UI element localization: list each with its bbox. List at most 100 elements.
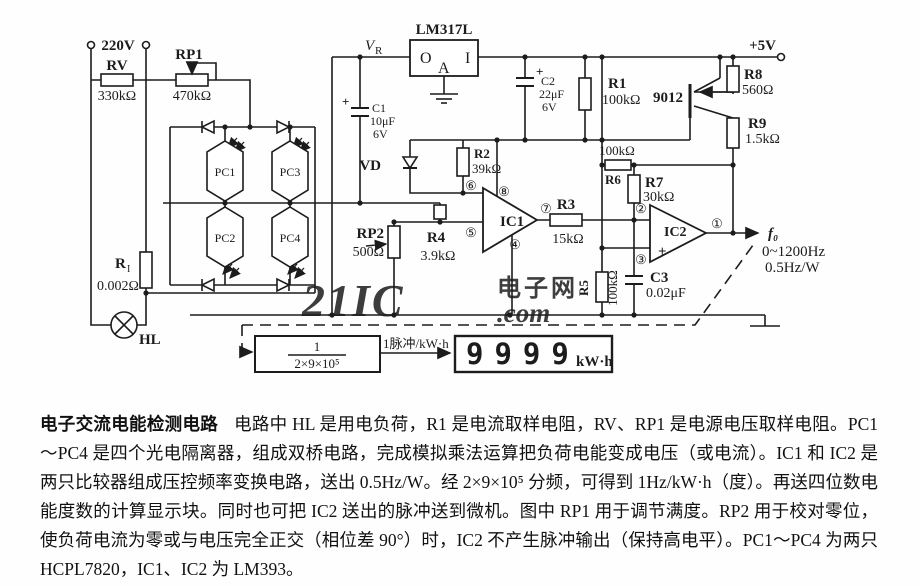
pulse-link: 1脉冲/kW·h	[380, 336, 452, 360]
comparator-ic2: IC2 + ② ③ ①	[635, 201, 723, 267]
r6-ref: R6	[605, 172, 621, 187]
resistor-r3: R3 15kΩ	[549, 197, 584, 247]
r5-ref: R5	[576, 280, 591, 296]
watermark-site: 电子网	[497, 275, 578, 302]
pc2-label: PC2	[215, 231, 236, 245]
resistor-rv: RV 330kΩ	[98, 58, 136, 104]
junction-dots	[143, 54, 736, 318]
ic1-pin4: ④	[509, 237, 521, 252]
f0-label: f₀	[768, 226, 778, 242]
description-title: 电子交流电能检测电路	[40, 413, 219, 434]
r9-ref: R9	[748, 116, 766, 132]
description-body: 电路中 HL 是用电负荷，R1 是电流取样电阻，RV、RP1 是电源电压取样电阻…	[40, 413, 878, 579]
r3-ref: R3	[557, 197, 575, 213]
rp1-value: 470kΩ	[173, 89, 211, 104]
resistor-r6: 100kΩ R6	[599, 143, 635, 187]
c1-plus: +	[342, 94, 349, 109]
optocoupler-pc2: PC2	[206, 206, 244, 268]
optocoupler-pc3: PC3	[271, 140, 309, 202]
vr-node-label: V R	[365, 38, 383, 57]
ac-input-terminals	[86, 40, 151, 50]
c2-volt: 6V	[542, 100, 557, 114]
lm317-name: LM317L	[416, 22, 473, 38]
ic2-pin3: ③	[635, 252, 647, 267]
description-paragraph: 电子交流电能检测电路电路中 HL 是用电负荷，R1 是电流取样电阻，RV、RP1…	[40, 410, 878, 584]
resistor-r2: R2 39kΩ	[456, 146, 501, 177]
pc3-label: PC3	[280, 165, 301, 179]
ic1-name: IC1	[500, 214, 524, 230]
capacitor-c1: + C1 10μF 6V	[342, 94, 395, 141]
display-digits: 9999	[466, 337, 580, 371]
bridge-led-symbols	[200, 119, 291, 293]
potentiometer-rp2: RP2 500Ω	[353, 225, 401, 260]
r7-ref: R7	[645, 175, 664, 191]
c1-value: 10μF	[370, 114, 395, 128]
lm317-pin-i: I	[465, 50, 470, 67]
energy-display: 9999 kW·h	[453, 334, 613, 374]
resistor-r9: R9 1.5kΩ	[726, 116, 780, 149]
c3-ref: C3	[650, 270, 668, 286]
q1-label: 9012	[653, 90, 683, 106]
ground-symbol-lm317	[430, 76, 458, 104]
r6-value: 100kΩ	[599, 143, 635, 158]
output-range: 0~1200Hz	[762, 244, 825, 260]
watermark-brand: 21IC	[301, 275, 405, 326]
r3-value: 15kΩ	[552, 232, 583, 247]
display-unit: kW·h	[576, 354, 613, 370]
r1-value: 100kΩ	[602, 93, 640, 108]
ic1-pin7: ⑦	[540, 201, 552, 216]
frequency-divider-block: 1 2×9×10⁵	[239, 335, 381, 373]
capacitor-c3: C3 0.02μF	[625, 270, 686, 301]
ic2-name: IC2	[664, 225, 687, 240]
vcc-label: +5V	[749, 38, 776, 54]
r2-value: 39kΩ	[472, 161, 501, 176]
rp2-value: 500Ω	[353, 245, 384, 260]
vd-ref: VD	[359, 158, 381, 174]
vcc-terminal: +5V	[749, 38, 786, 62]
vr-v: V	[365, 38, 376, 54]
ri-ref: R	[115, 256, 126, 272]
c2-plus: +	[536, 64, 543, 79]
c2-value: 22μF	[539, 87, 564, 101]
r8-value: 560Ω	[742, 83, 773, 98]
ic1-pin8: ⑧	[498, 184, 510, 199]
regulator-lm317: LM317L O A I	[409, 22, 479, 104]
c3-value: 0.02μF	[646, 286, 686, 301]
divider-numerator: 1	[314, 339, 321, 354]
optocoupler-pc1: PC1	[206, 140, 244, 202]
rp2-ref: RP2	[357, 226, 385, 242]
circuit-schematic: 21IC 电子网 .com	[86, 22, 825, 374]
ic2-pin2: ②	[635, 201, 647, 216]
resistor-r1: R1 100kΩ	[578, 76, 640, 111]
optocoupler-pc4: PC4	[271, 206, 309, 268]
rv-ref: RV	[106, 58, 127, 74]
resistor-ri: R I 0.002Ω	[97, 251, 153, 294]
hl-label: HL	[139, 332, 161, 348]
comparator-ic1: IC1 ⑥ ⑤ ⑧ ④ ⑦	[465, 178, 552, 254]
r1-ref: R1	[608, 76, 626, 92]
ac-input-label: 220V	[101, 38, 135, 54]
rp1-ref: RP1	[175, 47, 203, 63]
resistor-r7: R7 30kΩ	[627, 174, 674, 205]
c1-volt: 6V	[373, 127, 388, 141]
capacitor-c2: + C2 22μF 6V	[516, 64, 564, 114]
watermark-suffix: .com	[497, 298, 550, 328]
r4-ref: R4	[427, 230, 446, 246]
r2-ref: R2	[474, 146, 490, 161]
ri-sub: I	[127, 264, 130, 275]
pulse-rate-label: 1脉冲/kW·h	[383, 336, 449, 351]
pc4-label: PC4	[280, 231, 301, 245]
pc1-label: PC1	[215, 165, 236, 179]
diode-vd: VD	[359, 156, 419, 174]
c1-ref: C1	[372, 101, 386, 115]
output-labels: f₀ 0~1200Hz 0.5Hz/W	[762, 226, 825, 276]
output-rate: 0.5Hz/W	[765, 260, 820, 276]
resistor-r8: R8 560Ω	[726, 65, 773, 98]
lm317-pin-a: A	[438, 60, 450, 77]
c2-ref: C2	[541, 74, 555, 88]
rv-value: 330kΩ	[98, 89, 136, 104]
ic2-pin1: ①	[711, 216, 723, 231]
vr-sub: R	[375, 45, 383, 57]
ic1-pin5: ⑤	[465, 225, 477, 240]
